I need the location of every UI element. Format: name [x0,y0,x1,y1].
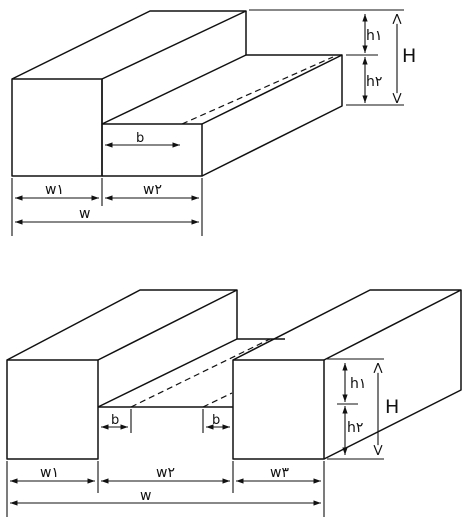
bottom-b-right-label: b [212,413,220,428]
top-height-dimensions [249,9,404,106]
top-tall-block [11,10,247,177]
top-step-block [101,11,343,177]
bottom-height-dimensions [327,358,384,460]
bottom-left-block [6,289,238,460]
bottom-w-label: w [140,488,151,504]
bottom-right-block [232,289,462,460]
top-b-label: b [136,131,144,146]
top-w-label: w [79,206,90,222]
bottom-w1-label: w١ [40,465,59,481]
bottom-channel-floor [97,338,285,408]
top-H-label: H [402,45,416,67]
top-w1-label: w١ [45,182,64,198]
bottom-width-dimensions [6,409,325,517]
bottom-b-left-label: b [111,413,119,428]
bottom-figure [6,289,462,517]
bottom-h1-label: h١ [350,376,366,392]
top-figure [11,9,404,236]
bottom-w2-label: w٢ [156,465,175,481]
bottom-H-label: H [385,396,399,418]
top-width-dimensions [11,142,203,236]
bottom-w3-label: w٣ [270,465,289,481]
bottom-h2-label: h٢ [347,420,363,436]
top-w2-label: w٢ [143,182,162,198]
top-h1-label: h١ [366,28,382,44]
top-h2-label: h٢ [366,74,382,90]
